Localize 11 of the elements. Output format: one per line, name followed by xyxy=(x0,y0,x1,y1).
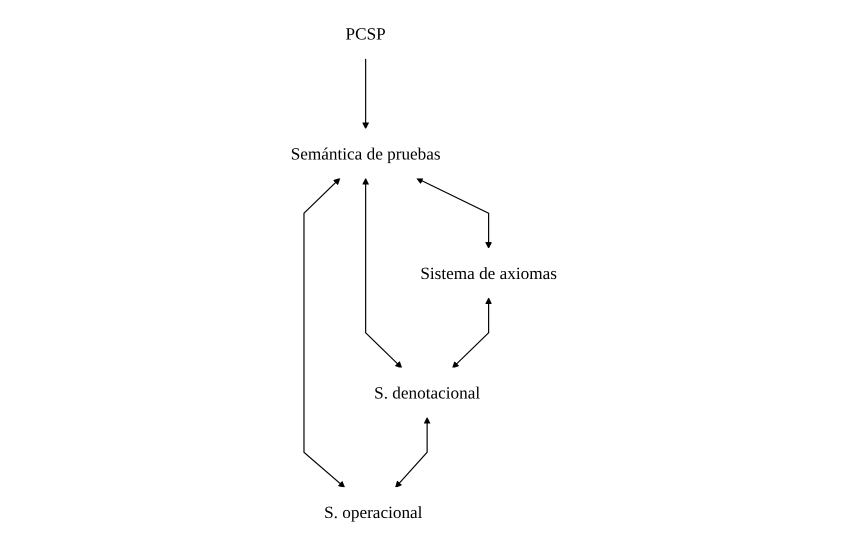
node-text: Sistema de axiomas xyxy=(420,263,558,283)
node-text: S. operacional xyxy=(324,502,423,522)
arrow xyxy=(416,178,492,249)
node-text: Semántica de pruebas xyxy=(290,144,441,164)
node-text: S. denotacional xyxy=(374,382,480,402)
arrow xyxy=(362,58,370,130)
arrow xyxy=(395,417,431,488)
node-text: PCSP xyxy=(346,24,386,44)
arrow xyxy=(304,178,346,488)
arrow xyxy=(452,298,492,368)
arrow xyxy=(362,178,402,368)
